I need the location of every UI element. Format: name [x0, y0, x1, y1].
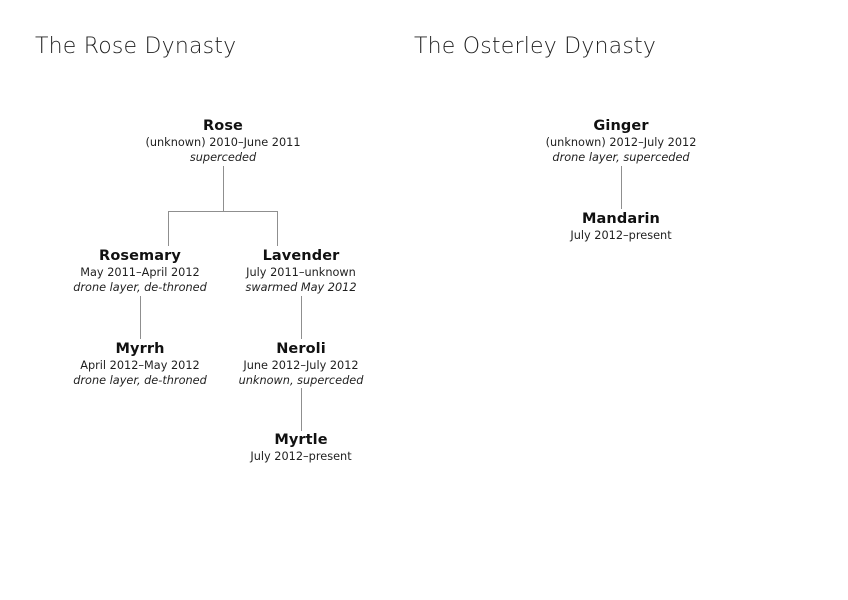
node-dates: July 2012–present: [570, 229, 672, 242]
node-name: Myrtle: [274, 432, 328, 448]
dynasty-title-osterley: The Osterley Dynasty: [414, 34, 657, 59]
node-note: drone layer, de-throned: [73, 374, 207, 387]
node-note: superceded: [189, 151, 257, 164]
node-note: swarmed May 2012: [245, 281, 357, 294]
dynasty-title-rose: The Rose Dynasty: [35, 34, 237, 59]
tree-node-myrtle[interactable]: Myrtle July 2012–present: [250, 432, 351, 464]
node-note: unknown, superceded: [238, 374, 364, 387]
connector-rose-to-lavender: [277, 211, 278, 246]
node-note: drone layer, de-throned: [73, 281, 207, 294]
node-name: Rose: [203, 118, 243, 134]
connector-rose-to-rosemary: [168, 211, 169, 246]
node-name: Mandarin: [582, 211, 660, 227]
node-name: Myrrh: [115, 341, 165, 357]
node-name: Lavender: [262, 248, 340, 264]
node-dates: April 2012–May 2012: [80, 359, 200, 372]
node-dates: (unknown) 2012–July 2012: [545, 136, 697, 149]
connector-rose-split-bar: [168, 211, 278, 212]
node-dates: (unknown) 2010–June 2011: [145, 136, 301, 149]
connector-lavender-to-neroli: [301, 296, 302, 339]
connector-ginger-to-mandarin: [621, 166, 622, 209]
tree-node-rose[interactable]: Rose (unknown) 2010–June 2011 superceded: [145, 118, 300, 165]
tree-node-lavender[interactable]: Lavender July 2011–unknown swarmed May 2…: [245, 248, 356, 295]
tree-node-rosemary[interactable]: Rosemary May 2011–April 2012 drone layer…: [73, 248, 207, 295]
node-dates: July 2011–unknown: [246, 266, 356, 279]
tree-node-ginger[interactable]: Ginger (unknown) 2012–July 2012 drone la…: [546, 118, 697, 165]
node-dates: May 2011–April 2012: [80, 266, 200, 279]
connector-rosemary-to-myrrh: [140, 296, 141, 339]
node-name: Neroli: [276, 341, 326, 357]
node-name: Rosemary: [99, 248, 181, 264]
node-name: Ginger: [593, 118, 649, 134]
connector-rose-stem: [223, 166, 224, 211]
node-dates: July 2012–present: [250, 450, 352, 463]
tree-node-mandarin[interactable]: Mandarin July 2012–present: [570, 211, 671, 243]
tree-node-neroli[interactable]: Neroli June 2012–July 2012 unknown, supe…: [239, 341, 364, 388]
node-dates: June 2012–July 2012: [243, 359, 359, 372]
node-note: drone layer, superceded: [552, 151, 690, 164]
tree-node-myrrh[interactable]: Myrrh April 2012–May 2012 drone layer, d…: [73, 341, 207, 388]
connector-neroli-to-myrtle: [301, 388, 302, 431]
